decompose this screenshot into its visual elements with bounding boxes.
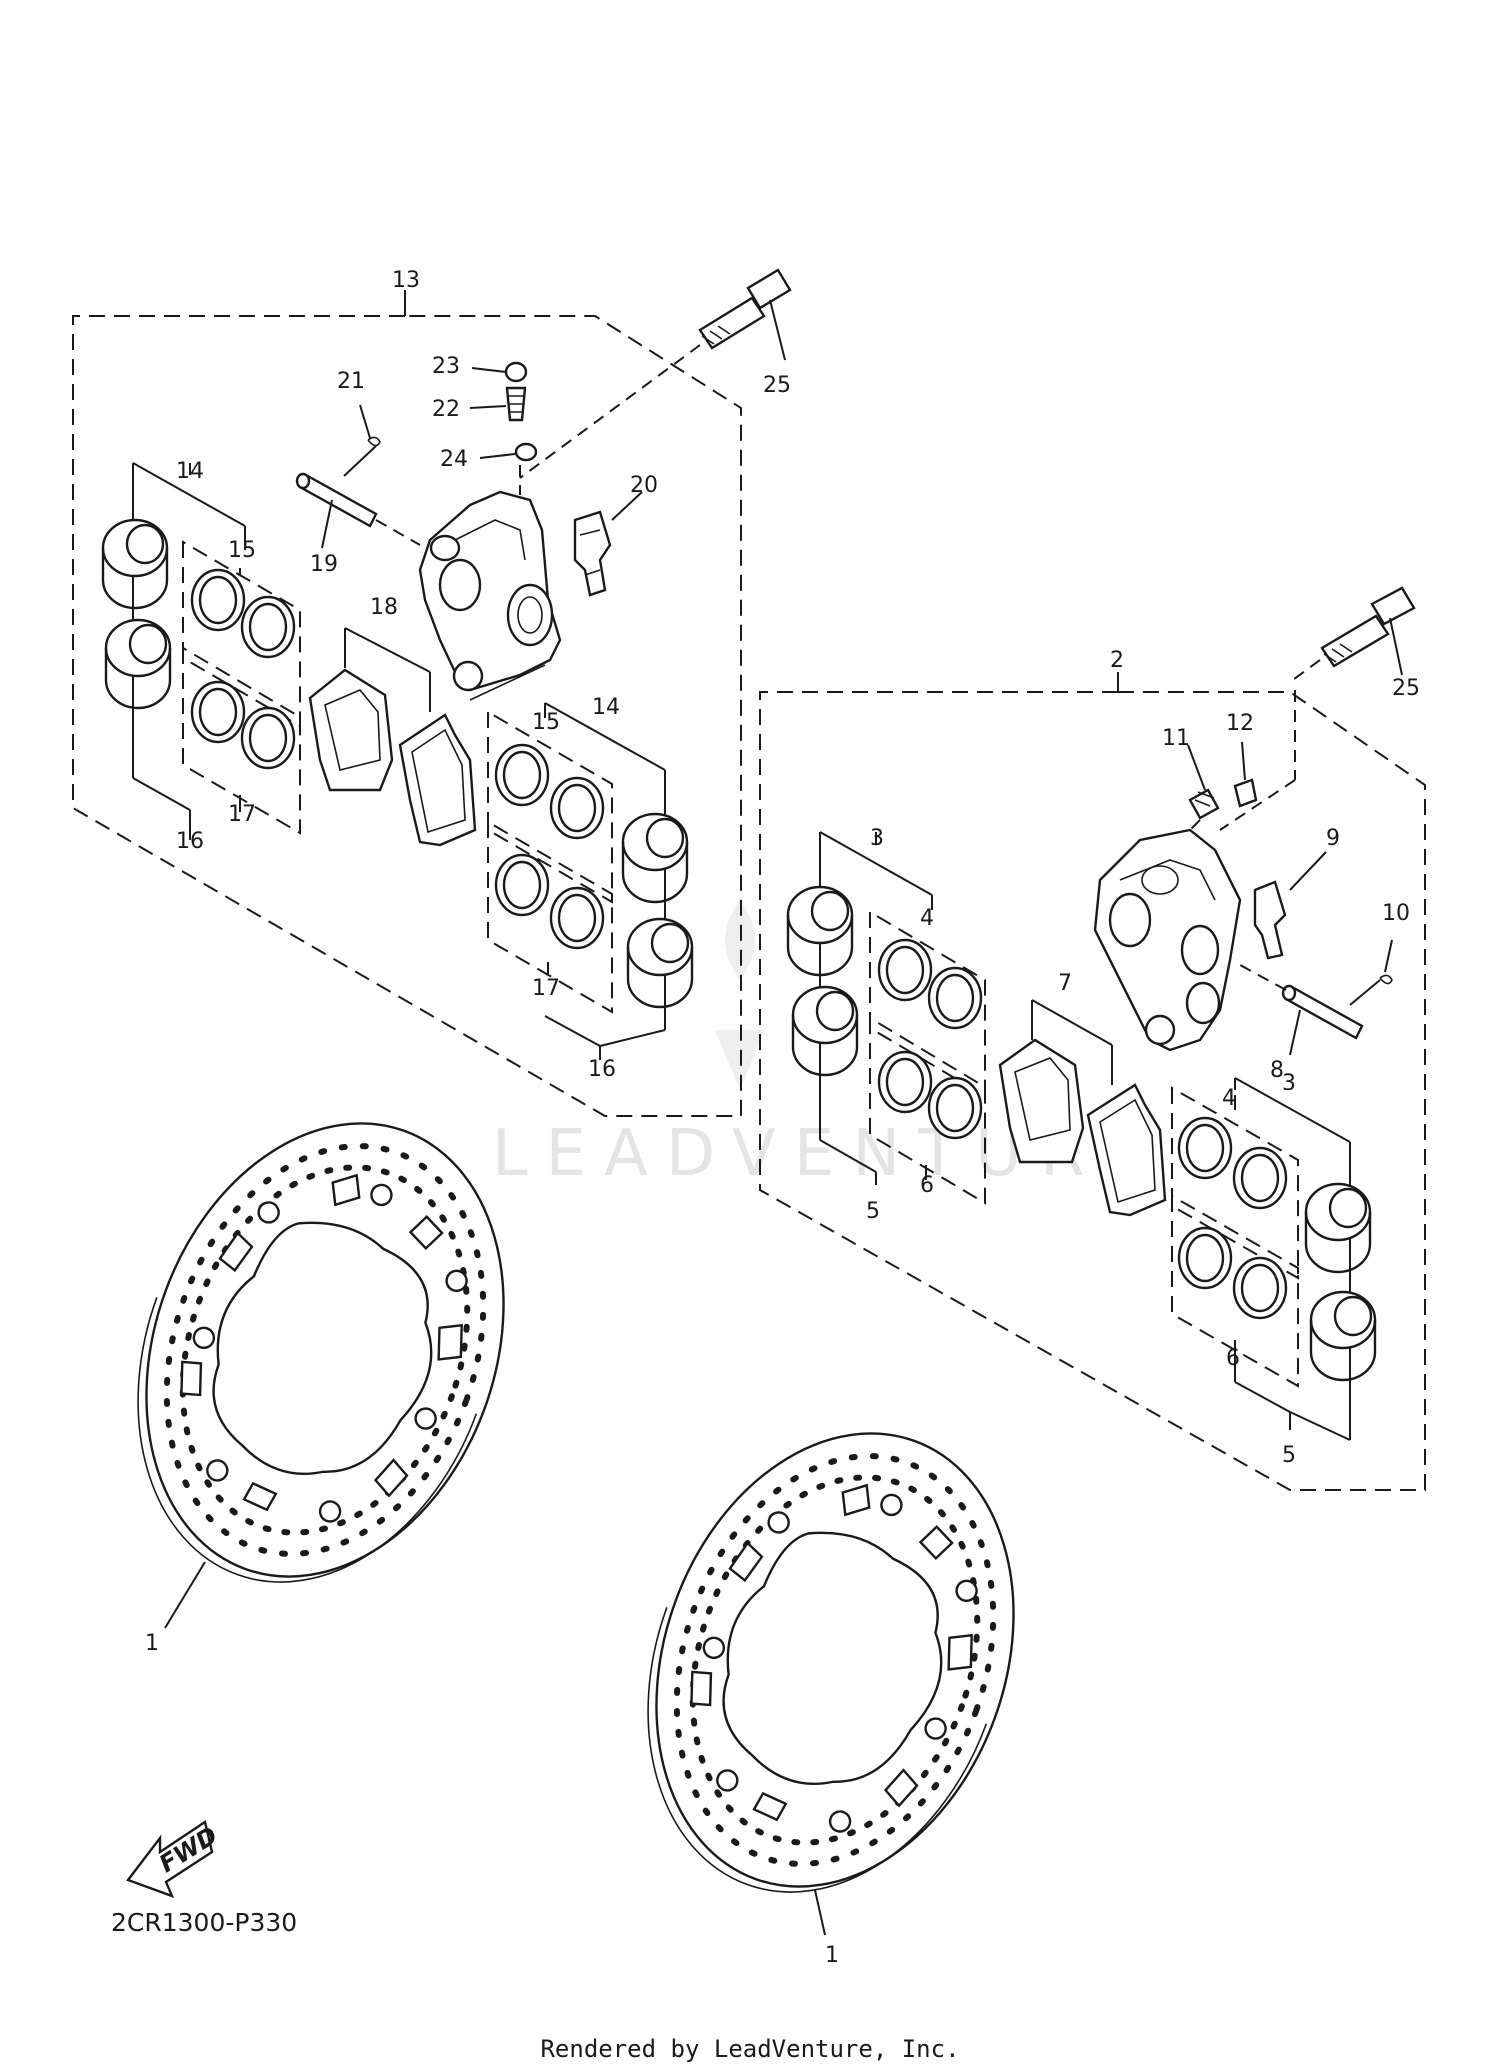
piston-right-2 [791, 985, 859, 1077]
callout-6-upper-right: 6 [920, 1173, 934, 1198]
callout-5-upper-right: 5 [866, 1199, 880, 1224]
callout-25-right: 25 [1392, 676, 1420, 701]
seal-right-2b [927, 1076, 983, 1140]
left-caliper-assembly: 13 23 22 24 21 25 14 15 19 20 18 17 16 1… [72, 268, 792, 1117]
callout-1-left-disc: 1 [145, 1631, 159, 1656]
piston-right-3 [1304, 1182, 1372, 1274]
brake-disc-right: 1 [647, 1432, 1015, 1968]
seal-right-2a [877, 1050, 933, 1114]
seal-left-3b [549, 776, 605, 840]
seal-left-4a [494, 853, 550, 917]
callout-22: 22 [432, 397, 460, 422]
seal-right-4b [1232, 1256, 1288, 1320]
caliper-body-left [418, 490, 562, 701]
callout-14-upper-left: 14 [176, 459, 204, 484]
callout-24: 24 [440, 447, 468, 472]
callout-1-right-disc: 1 [825, 1943, 839, 1968]
callout-10: 10 [1382, 901, 1410, 926]
pad-pin-right [1239, 939, 1393, 1056]
callout-9: 9 [1326, 826, 1340, 851]
seal-right-4a [1177, 1226, 1233, 1290]
caliper-body-right [1093, 828, 1242, 1052]
callout-19: 19 [310, 552, 338, 577]
callout-12: 12 [1226, 711, 1254, 736]
callout-18: 18 [370, 595, 398, 620]
seal-right-1b [927, 966, 983, 1030]
callout-14-lower-left: 14 [592, 695, 620, 720]
fwd-arrow-icon: FWD [126, 1820, 222, 1899]
callout-15-lower-left: 15 [532, 710, 560, 735]
callout-6-lower-right: 6 [1226, 1346, 1240, 1371]
callout-4-upper-right: 4 [920, 906, 934, 931]
diagram-code: 2CR1300-P330 [111, 1908, 298, 1937]
callout-16-lower-left: 16 [588, 1057, 616, 1082]
callout-17-lower-left: 17 [532, 976, 560, 1001]
caliper-bolt-right [1219, 586, 1416, 831]
brake-disc-left: 1 [137, 1122, 505, 1656]
callout-21: 21 [337, 369, 365, 394]
piston-left-3 [621, 812, 689, 904]
seal-right-1a [877, 938, 933, 1002]
render-credit: Rendered by LeadVenture, Inc. [540, 2035, 960, 2063]
piston-left-2 [104, 618, 172, 710]
piston-left-4 [626, 917, 694, 1009]
callout-15-upper-left: 15 [228, 538, 256, 563]
seal-left-1b [240, 595, 296, 659]
brake-pads-right [998, 999, 1167, 1217]
seal-left-2a [190, 680, 246, 744]
seal-right-3a [1177, 1116, 1233, 1180]
callout-17-upper-left: 17 [228, 802, 256, 827]
seal-left-2b [240, 706, 296, 770]
caliper-bolt-left [519, 268, 792, 479]
callout-23: 23 [432, 354, 460, 379]
callout-5-lower-right: 5 [1282, 1443, 1296, 1468]
callout-4-lower-right: 4 [1222, 1086, 1236, 1111]
pad-spring-left [573, 491, 643, 597]
left-assembly-boundary [72, 315, 742, 1117]
brake-pads-left [308, 627, 477, 847]
callout-20: 20 [630, 473, 658, 498]
pad-pin-left [295, 404, 421, 549]
callout-7: 7 [1058, 971, 1072, 996]
right-assembly-boundary [759, 691, 1426, 1491]
callout-8: 8 [1270, 1058, 1284, 1083]
bleeder-set-right [1179, 741, 1258, 841]
seal-right-3b [1232, 1146, 1288, 1210]
bleeder-set-left [469, 361, 538, 495]
right-caliper-assembly: 2 25 11 12 3 9 4 10 7 8 3 4 6 5 6 5 [759, 586, 1426, 1491]
callout-3-lower-right: 3 [1282, 1071, 1296, 1096]
callout-25-left: 25 [763, 373, 791, 398]
seal-left-3a [494, 743, 550, 807]
fwd-label: FWD [154, 1821, 222, 1878]
piston-left-1 [101, 518, 169, 610]
piston-right-4 [1309, 1290, 1377, 1382]
callout-3-upper-right: 3 [870, 826, 884, 851]
seal-left-4b [549, 886, 605, 950]
seal-left-1a [190, 568, 246, 632]
pad-spring-right [1253, 851, 1327, 960]
callout-11: 11 [1162, 726, 1190, 751]
callout-13: 13 [392, 268, 420, 293]
callout-2: 2 [1110, 648, 1124, 673]
callout-16-upper-left: 16 [176, 829, 204, 854]
